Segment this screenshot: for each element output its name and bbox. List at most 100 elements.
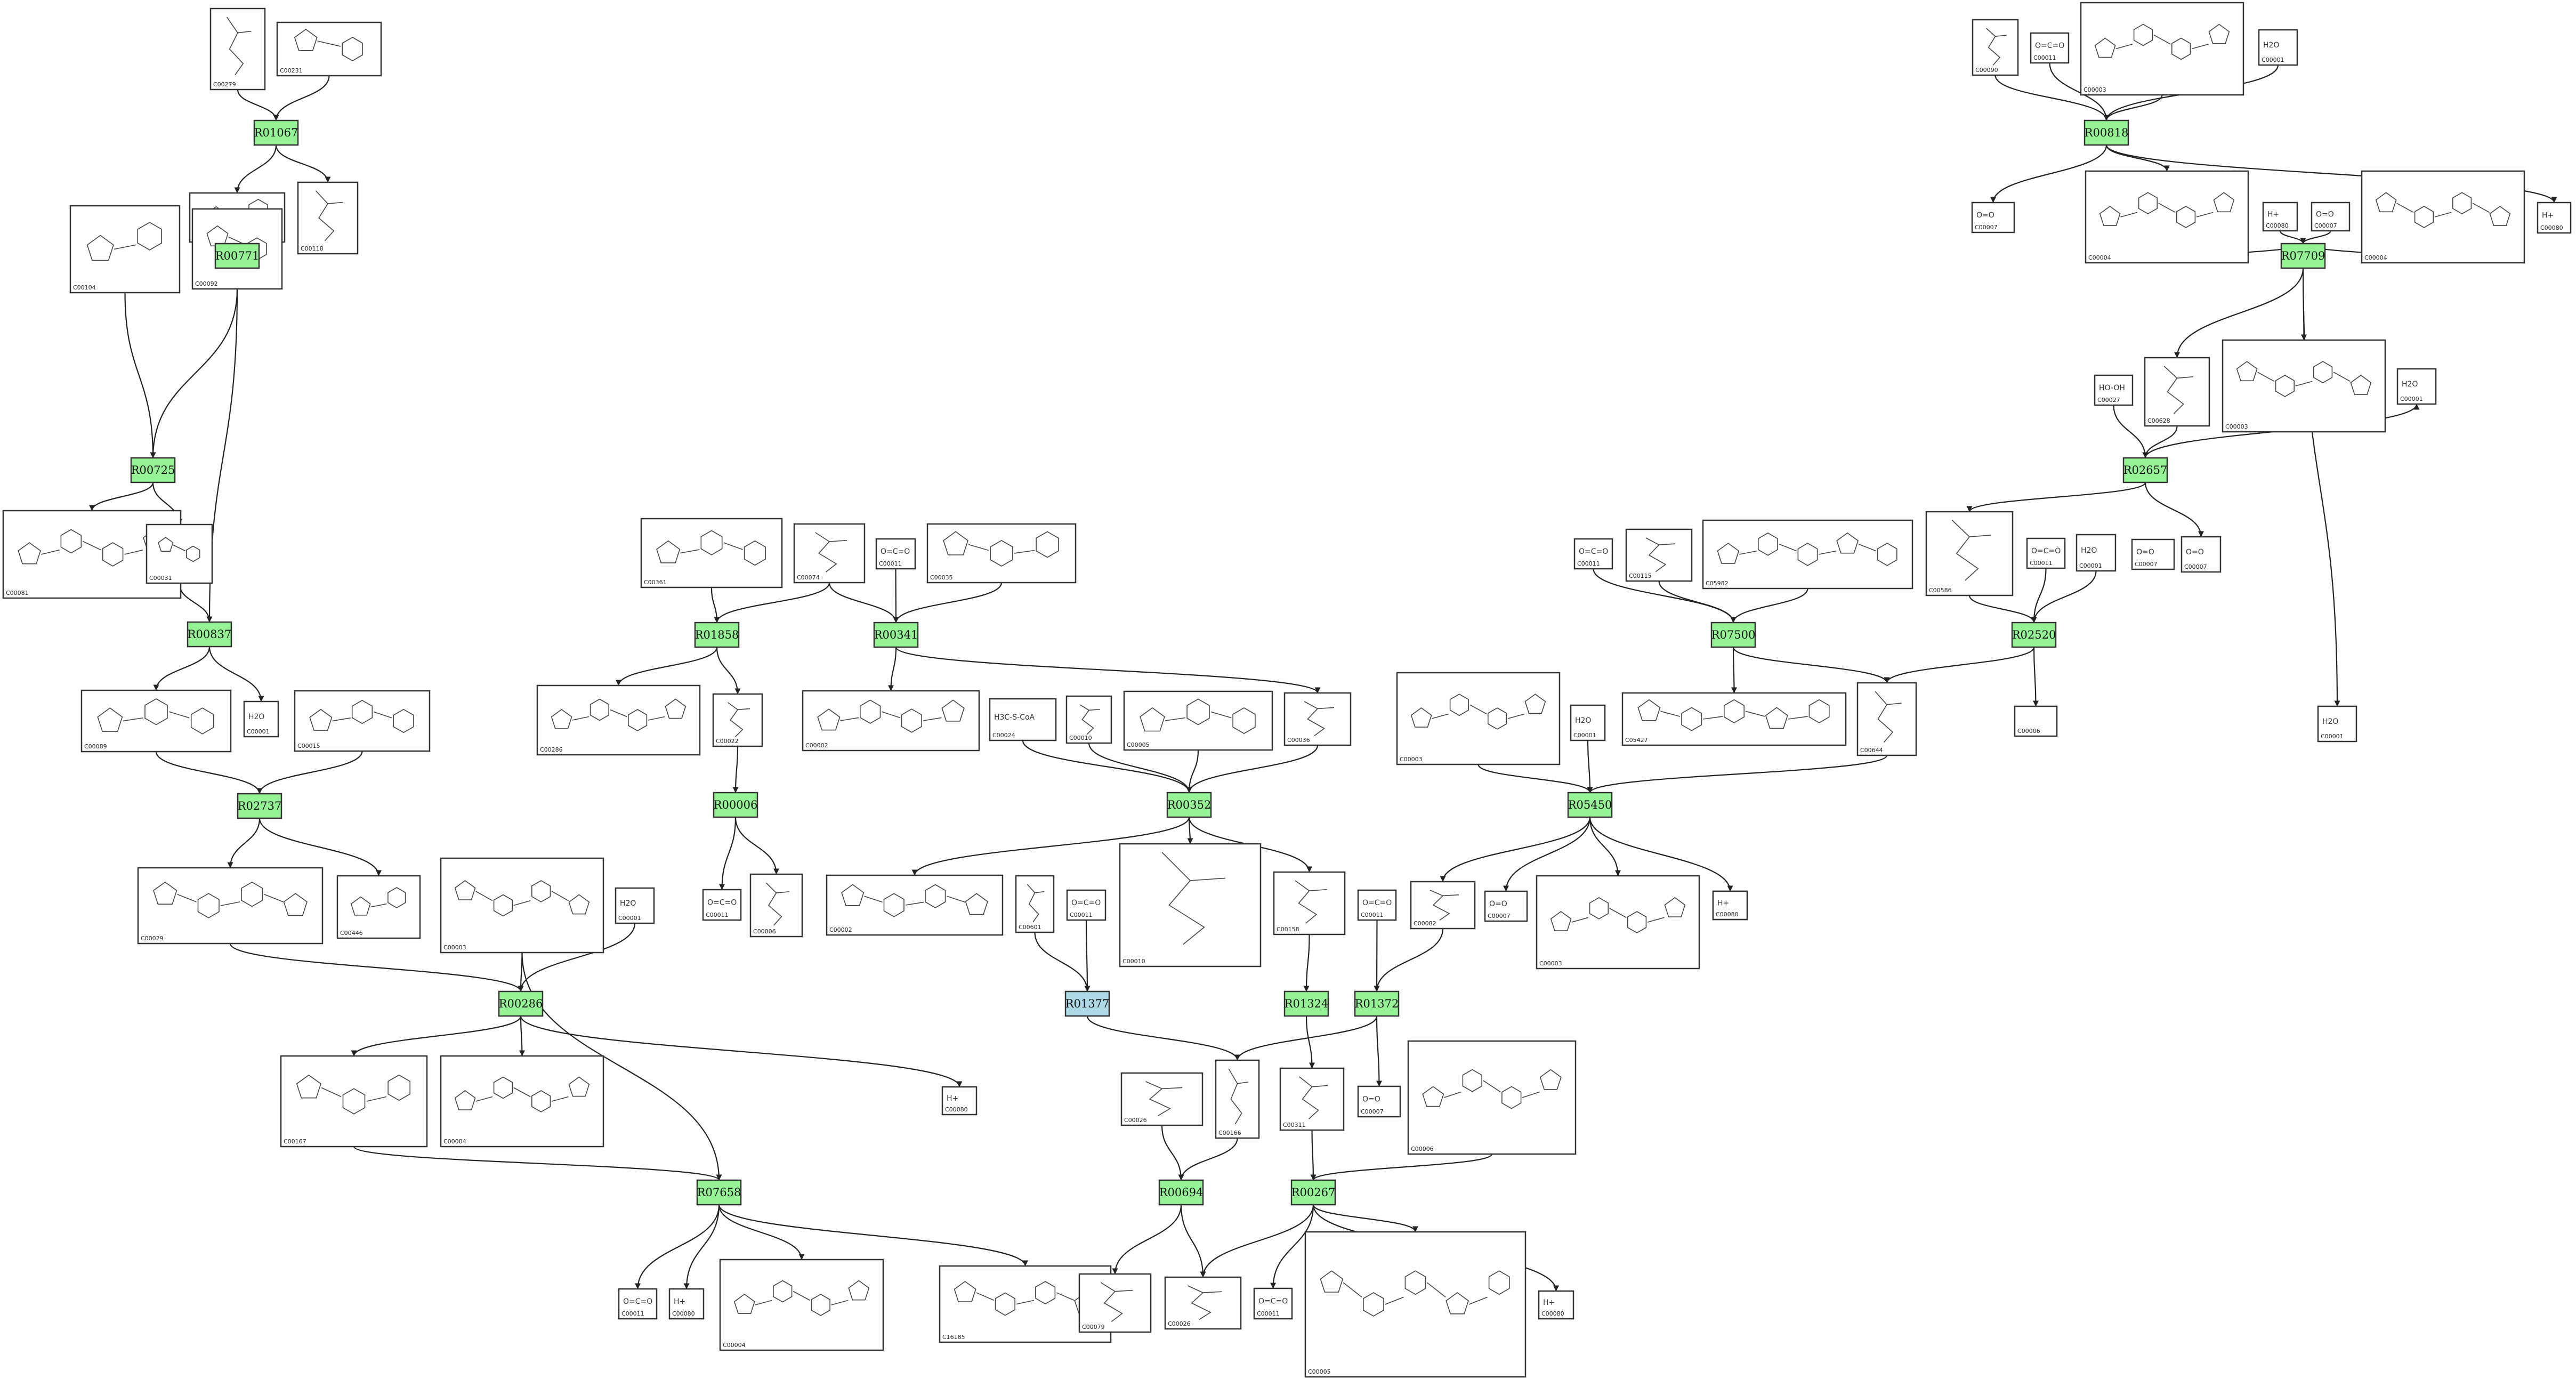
compound-node-c00003[interactable]: C00003 [2222, 339, 2386, 433]
compound-node-c00003[interactable]: C00003 [2080, 2, 2244, 96]
reaction-node-r00352[interactable]: R00352 [1166, 792, 1212, 818]
reaction-node-r00341[interactable]: R00341 [873, 622, 919, 648]
compound-node-c00003[interactable]: C00003 [440, 857, 604, 954]
reaction-node-r01377[interactable]: R01377 [1064, 990, 1110, 1017]
compound-node-c00231[interactable]: C00231 [276, 21, 382, 77]
compound-node-c00090[interactable]: C00090 [1972, 19, 2019, 76]
compound-node-c00080[interactable]: H+C00080 [668, 1288, 705, 1320]
compound-node-c00005[interactable]: C00005 [1304, 1231, 1527, 1378]
compound-node-c00080[interactable]: H+C00080 [1538, 1290, 1574, 1320]
compound-node-c00035[interactable]: C00035 [926, 523, 1077, 584]
reaction-node-r05450[interactable]: R05450 [1567, 792, 1613, 818]
compound-node-c00118[interactable]: C00118 [297, 181, 359, 255]
compound-node-c00446[interactable]: C00446 [336, 875, 421, 939]
reaction-node-r00694[interactable]: R00694 [1158, 1179, 1204, 1206]
compound-node-c00022[interactable]: C00022 [712, 693, 763, 747]
compound-node-c00029[interactable]: C00029 [137, 867, 324, 945]
reaction-node-r00286[interactable]: R00286 [498, 990, 544, 1017]
reaction-node-r02520[interactable]: R02520 [2011, 622, 2057, 648]
compound-node-c00006[interactable]: C00006 [2014, 705, 2058, 737]
compound-node-c00115[interactable]: C00115 [1625, 528, 1693, 582]
compound-node-c00080[interactable]: H+C00080 [2262, 201, 2298, 232]
compound-node-c00089[interactable]: C00089 [80, 689, 232, 753]
compound-node-c00006[interactable]: C00006 [1407, 1040, 1577, 1155]
reaction-node-r00725[interactable]: R00725 [130, 457, 176, 483]
compound-node-c00026[interactable]: C00026 [1164, 1276, 1242, 1330]
compound-node-c05427[interactable]: C05427 [1621, 692, 1847, 746]
compound-node-c00004[interactable]: C00004 [2361, 170, 2525, 264]
compound-node-c00004[interactable]: C00004 [2085, 170, 2249, 264]
compound-node-c00080[interactable]: H+C00080 [941, 1086, 978, 1116]
compound-node-c00006[interactable]: C00006 [749, 873, 803, 938]
compound-node-c00031[interactable]: C00031 [146, 523, 213, 584]
compound-node-c00092[interactable]: C00092 [191, 208, 283, 290]
reaction-node-r00006[interactable]: R00006 [713, 792, 758, 818]
compound-node-c00158[interactable]: C00158 [1273, 871, 1346, 936]
compound-node-c00002[interactable]: C00002 [802, 690, 980, 752]
compound-node-c00010[interactable]: C00010 [1065, 695, 1112, 744]
compound-node-c00003[interactable]: C00003 [1396, 672, 1561, 765]
compound-node-c00003[interactable]: C00003 [1536, 875, 1700, 970]
compound-node-c00004[interactable]: C00004 [440, 1055, 604, 1148]
reaction-node-r00837[interactable]: R00837 [187, 621, 232, 648]
compound-node-c00026[interactable]: C00026 [1120, 1072, 1204, 1126]
reaction-node-r07658[interactable]: R07658 [696, 1179, 742, 1206]
compound-node-c00167[interactable]: C00167 [280, 1055, 428, 1148]
compound-node-c05982[interactable]: C05982 [1702, 519, 1913, 590]
reaction-node-r01067[interactable]: R01067 [253, 119, 299, 146]
compound-node-c00586[interactable]: C00586 [1925, 511, 2014, 596]
compound-node-c00644[interactable]: C00644 [1856, 682, 1917, 756]
compound-node-c00080[interactable]: H+C00080 [1712, 890, 1748, 921]
compound-node-c00080[interactable]: H+C00080 [2537, 201, 2572, 234]
compound-node-c00005[interactable]: C00005 [1123, 690, 1273, 751]
reaction-node-r07500[interactable]: R07500 [1710, 622, 1756, 648]
compound-node-c00628[interactable]: C00628 [2144, 357, 2210, 427]
compound-node-c00079[interactable]: C00079 [1078, 1273, 1152, 1333]
compound-node-c00166[interactable]: C00166 [1215, 1059, 1260, 1139]
reaction-node-r00818[interactable]: R00818 [2084, 119, 2129, 146]
compound-node-c00279[interactable]: C00279 [209, 7, 266, 91]
reaction-node-r00267[interactable]: R00267 [1290, 1179, 1336, 1206]
compound-node-c00004[interactable]: C00004 [719, 1259, 884, 1351]
compound-node-c00361[interactable]: C00361 [640, 518, 783, 588]
compound-node-c00002[interactable]: C00002 [826, 874, 1004, 936]
compound-node-c00601[interactable]: C00601 [1015, 875, 1055, 933]
reaction-node-r02657[interactable]: R02657 [2122, 457, 2168, 483]
reaction-node-r02737[interactable]: R02737 [237, 793, 282, 819]
reaction-node-r01372[interactable]: R01372 [1354, 990, 1400, 1017]
compound-node-c00082[interactable]: C00082 [1410, 881, 1476, 930]
reaction-node-r01324[interactable]: R01324 [1283, 990, 1329, 1017]
reaction-node-r01858[interactable]: R01858 [694, 622, 740, 648]
compound-node-c00010[interactable]: C00010 [1119, 843, 1262, 967]
compound-node-c00286[interactable]: C00286 [536, 684, 701, 756]
compound-node-c00074[interactable]: C00074 [793, 523, 866, 584]
compound-node-c00015[interactable]: C00015 [294, 690, 431, 752]
reaction-node-r00771[interactable]: R00771 [214, 243, 260, 269]
compound-node-c00036[interactable]: C00036 [1283, 692, 1352, 746]
reaction-node-r07709[interactable]: R07709 [2280, 243, 2326, 269]
